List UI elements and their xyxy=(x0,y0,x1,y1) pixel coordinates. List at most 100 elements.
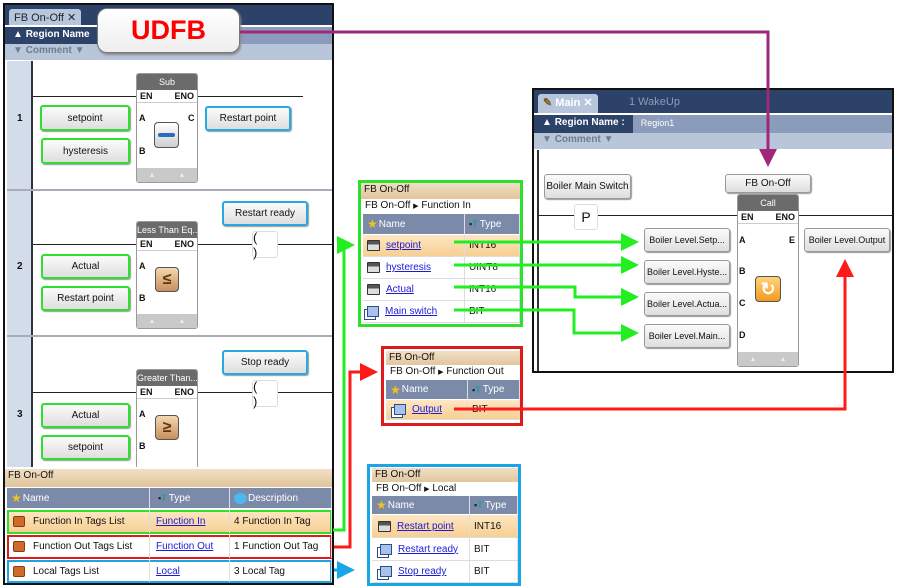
col-name[interactable]: ★Name xyxy=(372,496,470,514)
coil-tag-stop-ready[interactable]: Stop ready xyxy=(222,350,308,375)
breadcrumb-item[interactable]: Local xyxy=(432,483,457,494)
bit-tag-icon xyxy=(380,543,392,555)
tag-link[interactable]: Output xyxy=(412,404,443,415)
row-name: Function Out Tags List xyxy=(33,541,133,552)
col-label: Type xyxy=(168,492,191,504)
positive-transition-contact[interactable]: P xyxy=(574,204,598,230)
input-tag-setpoint[interactable]: setpoint xyxy=(41,435,130,460)
breadcrumb-item[interactable]: FB On-Off xyxy=(365,200,411,211)
tag-link[interactable]: Main switch xyxy=(385,306,438,317)
tag-link[interactable]: Restart ready xyxy=(398,543,459,555)
region-row: ▲ Region Name : Region1 xyxy=(534,115,892,133)
input-tag-hysteresis[interactable]: hysteresis xyxy=(41,138,130,164)
left-rail xyxy=(537,150,539,371)
tag-link[interactable]: hysteresis xyxy=(386,262,432,273)
pin-b: B xyxy=(739,266,746,276)
input-tag-actual[interactable]: Boiler Level.Actua... xyxy=(644,292,730,316)
type-link[interactable]: Function Out xyxy=(156,541,214,552)
type-link[interactable]: Local xyxy=(156,565,180,577)
col-description[interactable]: Description xyxy=(230,488,332,508)
input-tag-setpoint[interactable]: Boiler Level.Setp... xyxy=(644,228,730,252)
type-link[interactable]: Function In xyxy=(156,516,206,527)
region-value[interactable]: Region1 xyxy=(640,118,675,128)
tab-main[interactable]: ✎ Main ✕ xyxy=(538,94,598,113)
region-name-label[interactable]: ▲ Region Name xyxy=(5,27,98,44)
cell-description: 4 Function In Tag xyxy=(230,510,332,533)
en-label: EN xyxy=(140,239,153,249)
breadcrumb-item[interactable]: Function Out xyxy=(446,366,504,377)
block-expand[interactable]: ▲▲ xyxy=(738,352,798,366)
table-row[interactable]: Local Tags List Local 3 Local Tag xyxy=(7,560,332,583)
rung-number: 1 xyxy=(17,113,23,124)
input-tag-main-switch[interactable]: Boiler Level.Main... xyxy=(644,324,730,348)
block-expand[interactable]: ▲▲ xyxy=(137,168,197,182)
comment-row[interactable]: ▼ Comment ▼ xyxy=(534,133,892,149)
less-equal-icon: ≤ xyxy=(155,267,179,292)
integer-tag-icon xyxy=(378,520,391,532)
input-tag-restart-point[interactable]: Restart point xyxy=(41,286,130,311)
tag-link[interactable]: Restart point xyxy=(397,520,454,532)
region-name-label[interactable]: ▲ Region Name : xyxy=(534,115,633,133)
breadcrumb-item[interactable]: FB On-Off xyxy=(390,366,436,377)
panel-title: FB On-Off xyxy=(386,351,520,366)
col-name[interactable]: ★Name xyxy=(7,488,150,508)
region-label-text: Region Name : xyxy=(554,117,625,128)
pin-a: A xyxy=(739,235,746,245)
tag-link[interactable]: Actual xyxy=(386,284,414,295)
coil-stop-ready[interactable]: ( ) xyxy=(252,379,278,409)
col-name[interactable]: ★Name xyxy=(386,380,468,399)
en-label: EN xyxy=(741,212,754,222)
tag-link[interactable]: Stop ready xyxy=(398,566,447,577)
breadcrumb-item[interactable]: Function In xyxy=(421,200,471,211)
cell-type: INT16 xyxy=(470,515,518,537)
col-label: Name xyxy=(378,218,406,230)
tab-fb-on-off[interactable]: FB On-Off ✕ xyxy=(9,9,82,25)
close-icon[interactable]: ✕ xyxy=(583,97,593,109)
coil-tag-restart-ready[interactable]: Restart ready xyxy=(222,201,308,226)
block-expand[interactable]: ▲▲ xyxy=(137,314,197,328)
type-icon: ▪T xyxy=(472,384,481,395)
breadcrumb-item[interactable]: FB On-Off xyxy=(376,483,422,494)
input-tag-actual[interactable]: Actual xyxy=(41,254,130,279)
comment-label: Comment xyxy=(554,134,601,145)
contact-tag-boiler-main-switch[interactable]: Boiler Main Switch xyxy=(544,174,631,199)
col-name[interactable]: ★Name xyxy=(363,214,465,234)
main-tabbar: ✎ Main ✕ 1 WakeUp xyxy=(534,90,892,113)
close-icon[interactable]: ✕ xyxy=(66,12,77,24)
table-row[interactable]: Restart point INT16 xyxy=(372,515,518,538)
table-row[interactable]: Function In Tags List Function In 4 Func… xyxy=(7,510,332,534)
output-tag-output[interactable]: Boiler Level.Output xyxy=(804,228,890,252)
input-tag-setpoint[interactable]: setpoint xyxy=(40,105,130,131)
table-row[interactable]: Function Out Tags List Function Out 1 Fu… xyxy=(7,535,332,559)
tag-link[interactable]: setpoint xyxy=(386,240,422,251)
input-tag-hysteresis[interactable]: Boiler Level.Hyste... xyxy=(644,260,730,284)
tab-wakeup[interactable]: 1 WakeUp xyxy=(629,96,680,108)
output-tag-restart-point[interactable]: Restart point xyxy=(205,106,291,131)
fb-instance-tag[interactable]: FB On-Off xyxy=(725,174,811,193)
panel-title: FB On-Off xyxy=(372,468,518,483)
pin-b: B xyxy=(139,293,146,303)
star-icon: ★ xyxy=(376,498,387,512)
input-tag-actual[interactable]: Actual xyxy=(41,403,130,428)
col-label: Name xyxy=(22,492,50,504)
coil-restart-ready[interactable]: ( ) xyxy=(252,230,278,260)
